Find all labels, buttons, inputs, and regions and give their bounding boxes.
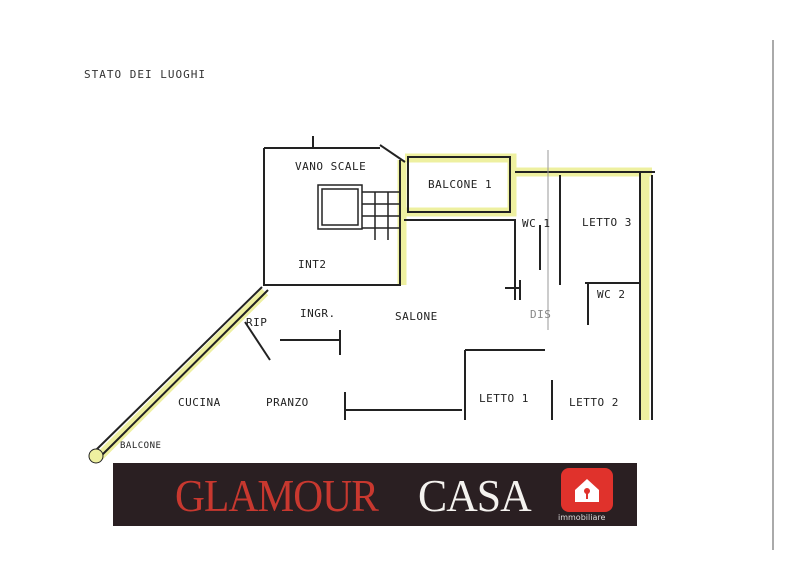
room-letto-3: LETTO 3 (582, 216, 632, 229)
room-letto-1: LETTO 1 (479, 392, 529, 405)
room-wc-2: WC 2 (597, 288, 626, 301)
room-balcone: BALCONE (120, 441, 162, 451)
highlighted-walls (96, 153, 652, 460)
room-int2: INT2 (298, 258, 327, 271)
room-letto-2: LETTO 2 (569, 396, 619, 409)
room-pranzo: PRANZO (266, 396, 309, 409)
staircase (317, 184, 400, 240)
brand-glamour: GLAMOUR (175, 470, 379, 521)
room-dis: DIS (530, 308, 552, 321)
brand-casa: CASA (418, 470, 532, 521)
room-cucina: CUCINA (178, 396, 221, 409)
brand-subtitle: immobiliare (558, 513, 606, 522)
room-wc-1: WC 1 (522, 217, 551, 230)
room-salone: SALONE (395, 310, 438, 323)
room-balcone-1: BALCONE 1 (428, 178, 493, 191)
room-vano-scale: VANO SCALE (295, 160, 367, 173)
room-rip: RIP (246, 316, 268, 329)
corner-marker (88, 448, 104, 464)
house-keyhole-icon (561, 468, 613, 512)
walls (95, 136, 655, 456)
agency-banner: GLAMOUR CASA immobiliare (113, 463, 637, 526)
room-ingr: INGR. (300, 307, 336, 320)
plan-title: STATO DEI LUOGHI (84, 68, 206, 81)
